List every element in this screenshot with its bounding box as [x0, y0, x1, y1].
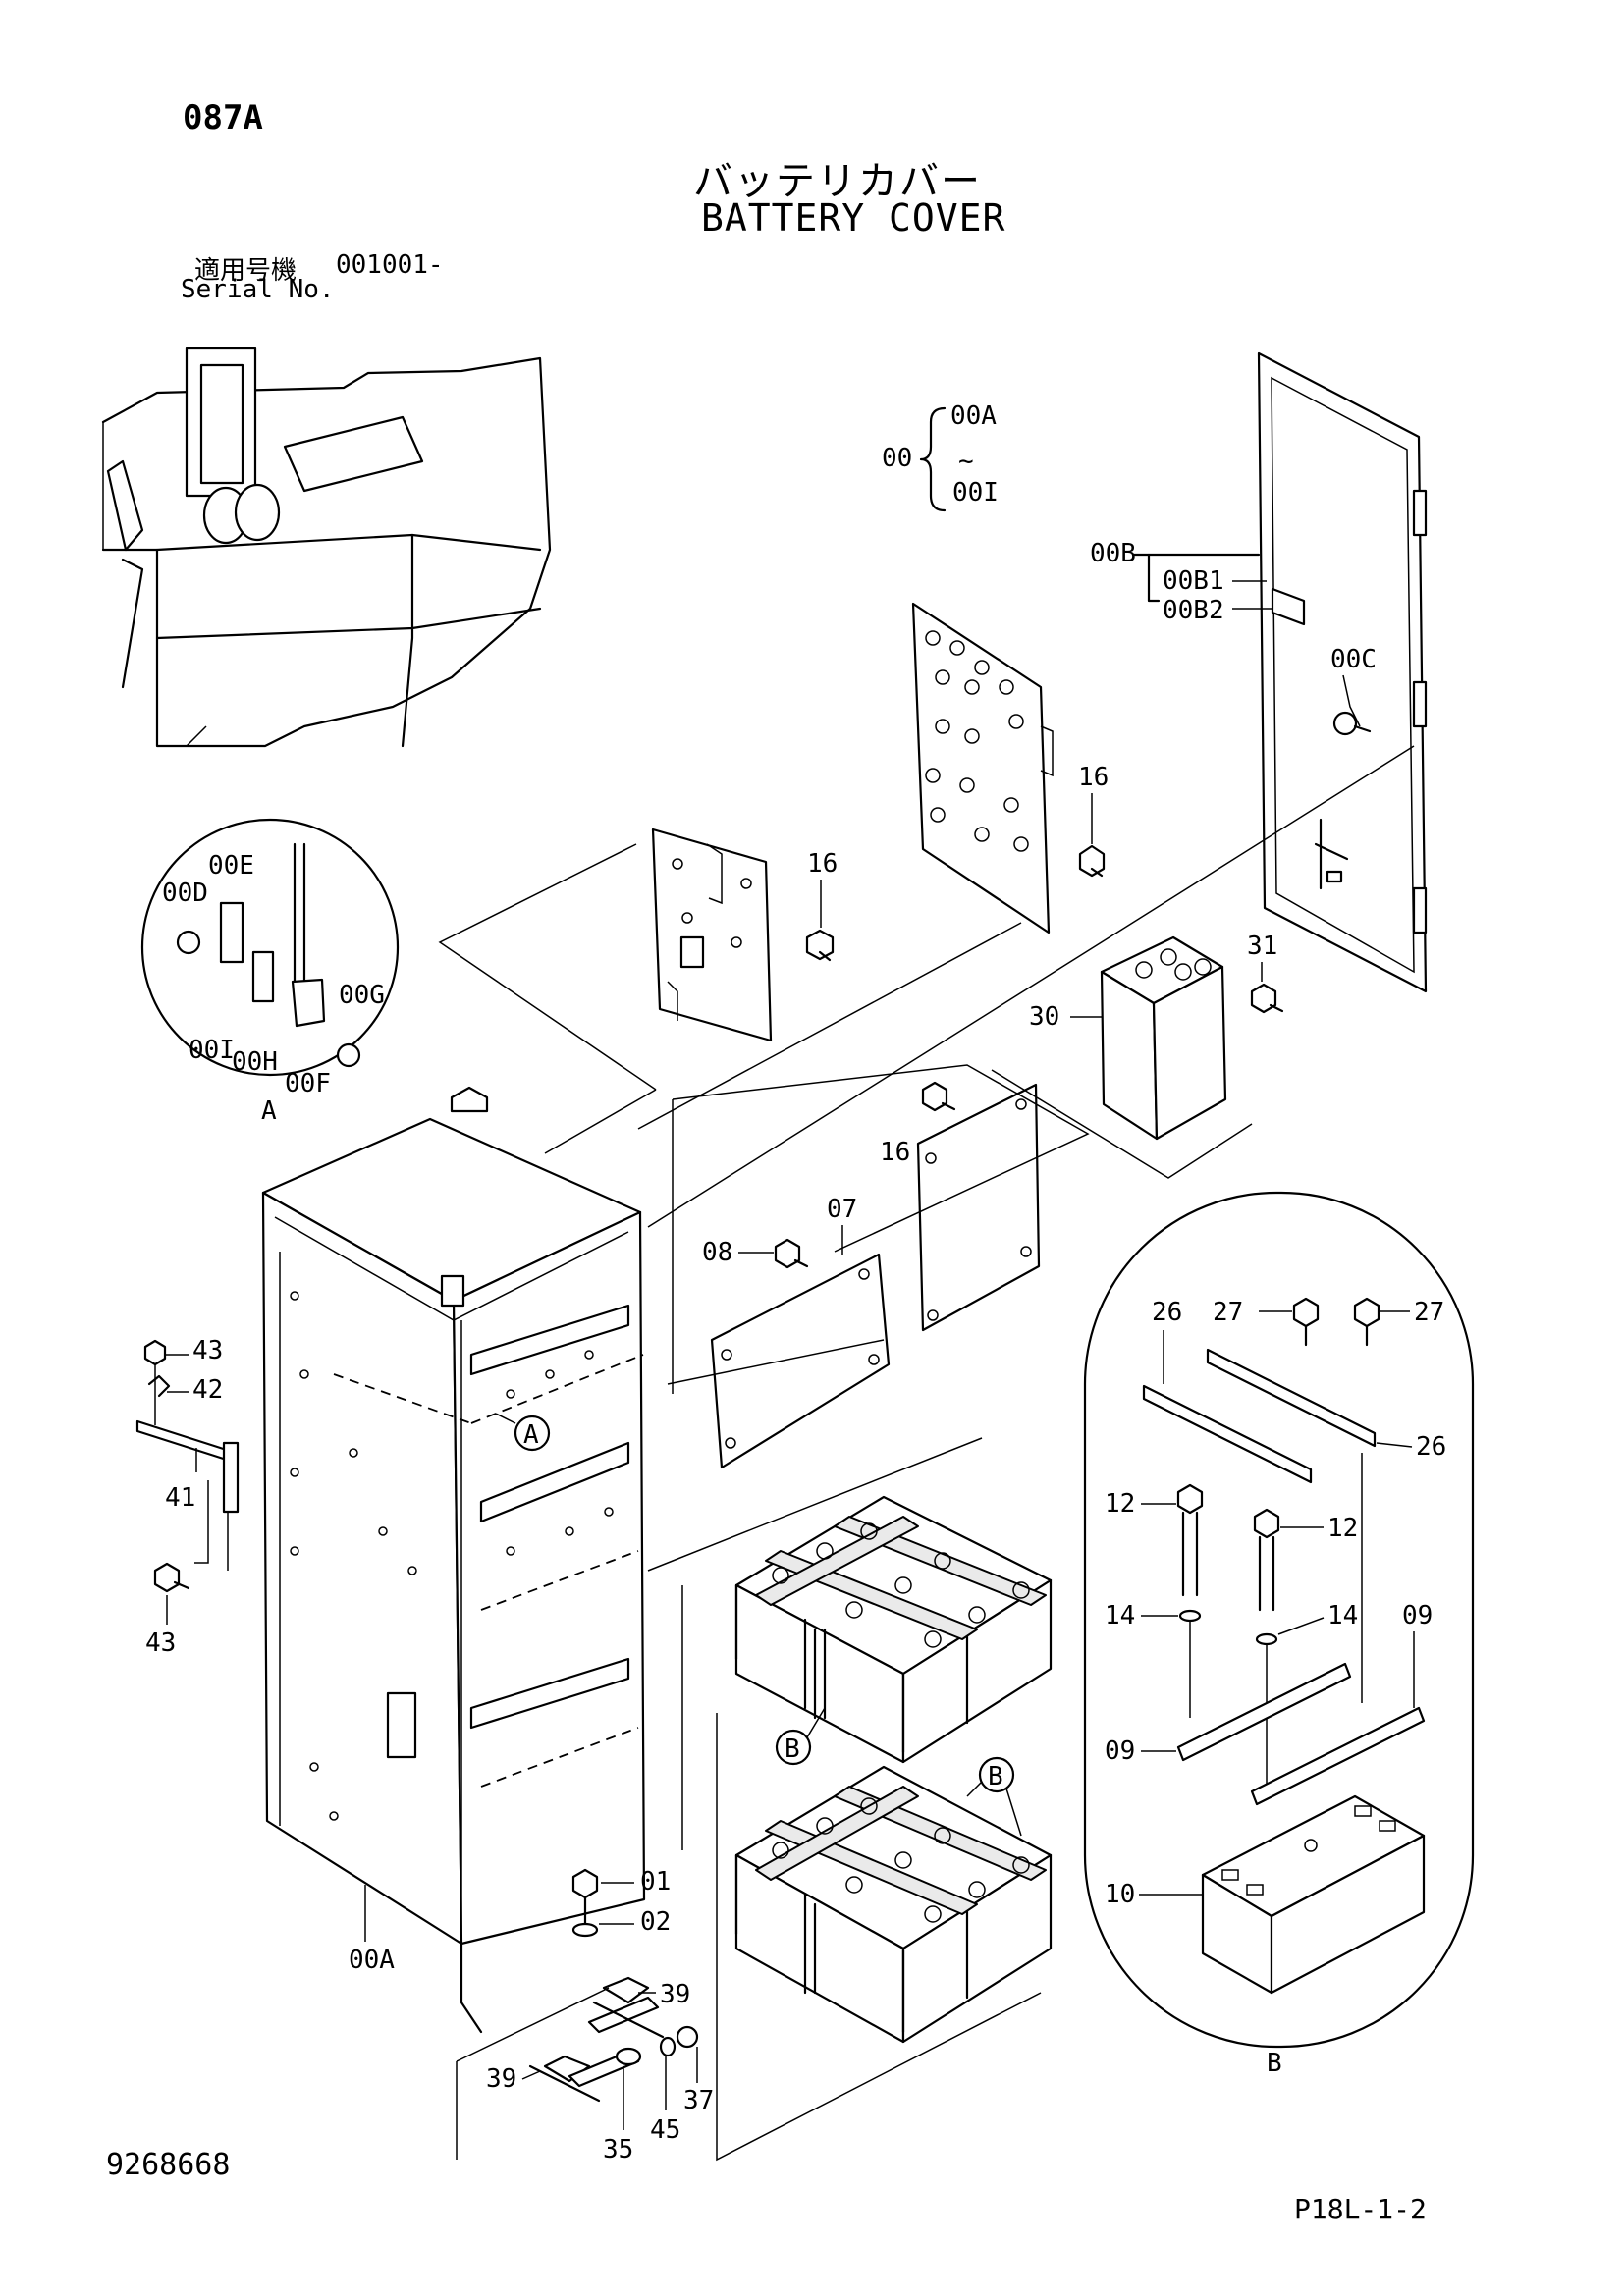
callout-00B2: 00B2 — [1163, 596, 1224, 625]
detail-b-label: B — [1267, 2049, 1282, 2078]
detail-b-27-right: 27 — [1414, 1298, 1444, 1327]
document-number: 9268668 — [106, 2148, 231, 2182]
callout-16-upper: 16 — [1078, 763, 1109, 792]
group-range-end: 00I — [952, 478, 999, 507]
callout-00A: 00A — [349, 1946, 395, 1975]
title-japanese: バッテリカバー — [693, 159, 982, 204]
title-english: BATTERY COVER — [701, 196, 1006, 240]
detail-a-00E: 00E — [208, 851, 254, 881]
callout-43-upper: 43 — [192, 1336, 223, 1365]
detail-b-14-left: 14 — [1105, 1601, 1135, 1630]
page-code: 087A — [183, 98, 263, 137]
page-reference: P18L-1-2 — [1294, 2193, 1427, 2225]
serial-value: 001001- — [336, 250, 444, 280]
detail-b-marker-lower: B — [988, 1762, 1003, 1791]
callout-43-lower: 43 — [145, 1629, 176, 1658]
bolt-16-middle: 16 — [805, 849, 838, 962]
group-range-bracket: 00 00A ~ 00I — [882, 401, 999, 512]
detail-b-14-right: 14 — [1327, 1601, 1358, 1630]
base-bolt-and-washer: 01 02 — [571, 1867, 671, 1938]
detail-a-inset: 00D 00E 00G 00I 00H 00F A — [140, 818, 400, 1126]
group-label: 00 — [882, 444, 912, 473]
callout-39-left: 39 — [486, 2064, 516, 2094]
bolt-16-upper: 16 — [1078, 763, 1109, 878]
detail-a-00D: 00D — [162, 879, 208, 908]
relay-box: 30 31 — [1029, 932, 1284, 1141]
battery-pack-lower: B — [734, 1756, 1053, 2044]
serial-label-english: Serial No. — [181, 275, 335, 304]
callout-07: 07 — [827, 1195, 857, 1224]
detail-a-00F: 00F — [285, 1069, 331, 1098]
detail-b-26-top: 26 — [1152, 1298, 1182, 1327]
detail-b-12-left: 12 — [1105, 1489, 1135, 1519]
group-range-start: 00A — [950, 401, 997, 431]
detail-a-00H: 00H — [232, 1047, 278, 1077]
relay-bracket-plate — [651, 828, 773, 1042]
callout-41: 41 — [165, 1483, 195, 1513]
detail-b-26-right: 26 — [1416, 1432, 1446, 1462]
callout-45: 45 — [650, 2115, 680, 2145]
callout-42: 42 — [192, 1375, 223, 1405]
detail-a-reference-marker: A — [495, 1413, 551, 1452]
detail-a-label: A — [261, 1096, 277, 1126]
group-range-tilde: ~ — [958, 447, 974, 476]
callout-00B: 00B — [1090, 539, 1136, 568]
detail-a-marker: A — [523, 1420, 539, 1450]
callout-00C: 00C — [1330, 645, 1377, 674]
door-assembly: 00B 00B1 00B2 00C — [1090, 351, 1428, 993]
detail-b-09-right: 09 — [1402, 1601, 1433, 1630]
front-cover-plate: 07 08 — [702, 1195, 891, 1469]
detail-a-00I: 00I — [189, 1036, 235, 1065]
battery-mount-panel — [911, 602, 1054, 934]
battery-pack-upper: B — [734, 1495, 1053, 1766]
callout-00B1: 00B1 — [1163, 566, 1224, 596]
detail-b-27-left: 27 — [1213, 1298, 1243, 1327]
detail-b-12-right: 12 — [1327, 1514, 1358, 1543]
machine-overview-sketch — [101, 347, 552, 748]
battery-clamp-assembly: 39 39 35 45 37 — [456, 1976, 714, 2164]
callout-30: 30 — [1029, 1002, 1059, 1032]
callout-16-middle: 16 — [807, 849, 838, 879]
callout-16-lower: 16 — [880, 1138, 910, 1167]
inner-side-plate: 16 — [880, 1081, 1041, 1332]
battery-box-cabinet — [261, 1086, 646, 2034]
callout-01: 01 — [640, 1867, 671, 1896]
callout-35: 35 — [603, 2135, 633, 2164]
detail-b-10: 10 — [1105, 1880, 1135, 1909]
detail-b-09-left: 09 — [1105, 1736, 1135, 1766]
callout-37: 37 — [683, 2086, 714, 2115]
serial-label-japanese: 適用号機 — [194, 256, 298, 286]
detail-a-00G: 00G — [339, 981, 385, 1010]
callout-39-right: 39 — [660, 1980, 690, 2009]
callout-02: 02 — [640, 1907, 671, 1937]
detail-b-marker-upper: B — [785, 1735, 800, 1764]
callout-08: 08 — [702, 1238, 732, 1267]
callout-31: 31 — [1247, 932, 1277, 961]
side-bracket-assembly: 43 42 41 43 — [135, 1336, 240, 1658]
assembly-guide-lines — [438, 745, 1415, 2162]
detail-b-inset: 26 27 27 26 12 12 14 14 09 — [1083, 1191, 1475, 2078]
